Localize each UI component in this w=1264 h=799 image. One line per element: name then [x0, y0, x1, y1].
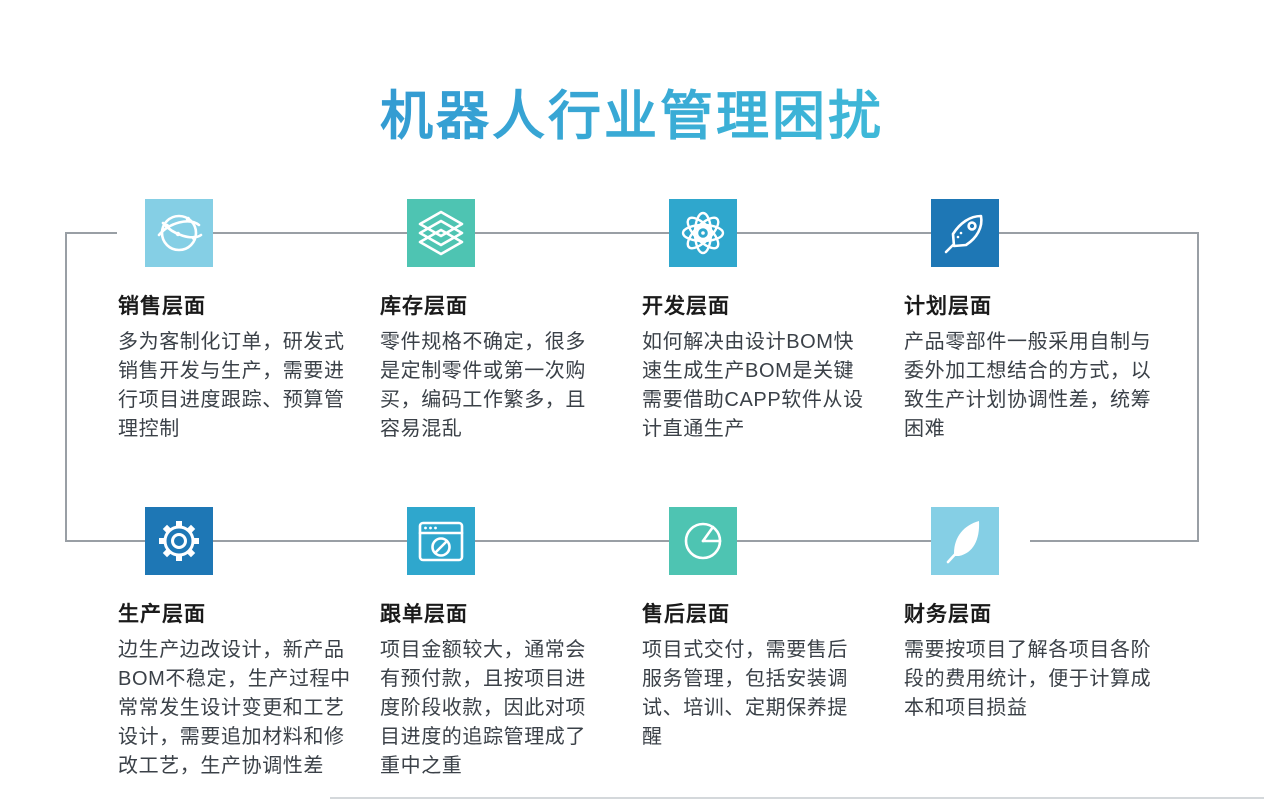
connector-bottom-line	[65, 540, 999, 542]
globe-network-icon	[145, 199, 213, 267]
section-order-tracking: 跟单层面 项目金额较大，通常会 有预付款，且按项目进 度阶段收款，因此对项 目进…	[380, 507, 635, 781]
section-heading: 销售层面	[118, 295, 206, 318]
section-finance: 财务层面 需要按项目了解各项目各阶 段的费用统计，便于计算成 本和项目损益	[904, 507, 1194, 723]
section-sales: 销售层面 多为客制化订单，研发式 销售开发与生产，需要进 行项目进度跟踪、预算管…	[118, 199, 373, 444]
connector-top-left-segment	[65, 232, 117, 234]
section-body: 项目金额较大，通常会 有预付款，且按项目进 度阶段收款，因此对项 目进度的追踪管…	[380, 639, 586, 777]
section-body: 零件规格不确定，很多 是定制零件或第一次购 买，编码工作繁多，且 容易混乱	[380, 331, 586, 440]
section-heading: 售后层面	[642, 603, 730, 626]
section-heading: 开发层面	[642, 295, 730, 318]
section-body: 多为客制化订单，研发式 销售开发与生产，需要进 行项目进度跟踪、预算管 理控制	[118, 331, 345, 440]
section-production: 生产层面 边生产边改设计，新产品 BOM不稳定，生产过程中 常常发生设计变更和工…	[118, 507, 373, 781]
browser-compass-icon	[407, 507, 475, 575]
section-heading: 计划层面	[904, 295, 992, 318]
section-heading: 财务层面	[904, 603, 992, 626]
section-development: 开发层面 如何解决由设计BOM快 速生成生产BOM是关键 需要借助CAPP软件从…	[642, 199, 897, 444]
section-body: 产品零部件一般采用自制与 委外加工想结合的方式，以 致生产计划协调性差，统筹 困…	[904, 331, 1152, 440]
section-heading: 跟单层面	[380, 603, 468, 626]
feather-icon	[931, 507, 999, 575]
section-body: 如何解决由设计BOM快 速生成生产BOM是关键 需要借助CAPP软件从设 计直通…	[642, 331, 864, 440]
section-after-sales: 售后层面 项目式交付，需要售后 服务管理，包括安装调 试、培训、定期保养提 醒	[642, 507, 897, 752]
section-inventory: 库存层面 零件规格不确定，很多 是定制零件或第一次购 买，编码工作繁多，且 容易…	[380, 199, 635, 444]
rocket-icon	[931, 199, 999, 267]
atom-icon	[669, 199, 737, 267]
connector-left-vertical-line	[65, 232, 67, 542]
pie-chart-icon	[669, 507, 737, 575]
section-body: 边生产边改设计，新产品 BOM不稳定，生产过程中 常常发生设计变更和工艺 设计，…	[118, 639, 351, 777]
page-title: 机器人行业管理困扰	[0, 74, 1264, 150]
section-heading: 库存层面	[380, 295, 468, 318]
section-body: 需要按项目了解各项目各阶 段的费用统计，便于计算成 本和项目损益	[904, 639, 1152, 719]
section-heading: 生产层面	[118, 603, 206, 626]
bottom-edge-line	[330, 797, 1264, 799]
connector-right-vertical-line	[1197, 232, 1199, 542]
layers-icon	[407, 199, 475, 267]
section-planning: 计划层面 产品零部件一般采用自制与 委外加工想结合的方式，以 致生产计划协调性差…	[904, 199, 1194, 444]
section-body: 项目式交付，需要售后 服务管理，包括安装调 试、培训、定期保养提 醒	[642, 639, 848, 748]
connector-bottom-right-segment	[1030, 540, 1199, 542]
gear-icon	[145, 507, 213, 575]
